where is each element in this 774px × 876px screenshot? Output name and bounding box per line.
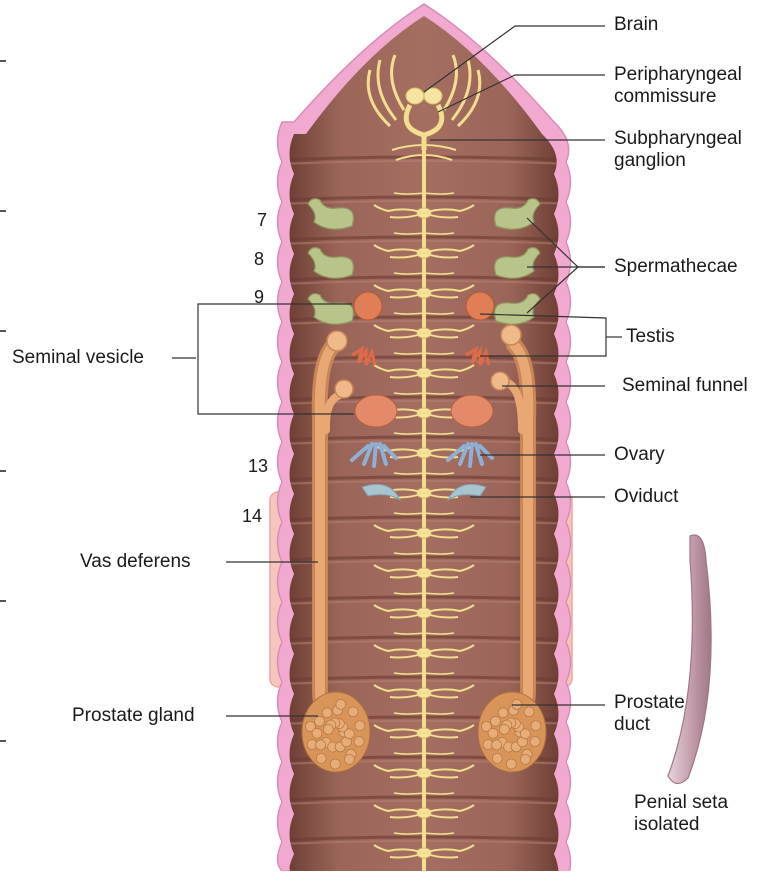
prostate-lobule (336, 699, 346, 709)
prostate-lobule (316, 753, 326, 763)
margin-mark (0, 740, 6, 742)
margin-mark (0, 470, 6, 472)
prostate-lobule (316, 740, 326, 750)
prostate-lobule (520, 729, 530, 739)
label-brain: Brain (614, 14, 658, 36)
label-testis: Testis (626, 326, 675, 348)
prostate-lobule (506, 759, 516, 769)
label-vas-deferens: Vas deferens (80, 551, 191, 573)
label-spermathecae: Spermathecae (614, 256, 738, 278)
segment-number-8: 8 (254, 248, 264, 270)
prostate-lobule (520, 754, 530, 764)
prostate-lobule (530, 737, 540, 747)
label-ovary: Ovary (614, 444, 665, 466)
label-seminal-funnel: Seminal funnel (622, 375, 748, 397)
prostate-lobule (524, 707, 534, 717)
prostate-lobule (498, 708, 508, 718)
label-prostate-duct: Prostate duct (614, 692, 685, 736)
label-oviduct: Oviduct (614, 486, 678, 508)
brain-lobe-left (406, 88, 424, 104)
prostate-lobule (354, 737, 364, 747)
label-subpharyngeal-ganglion: Subpharyngeal ganglion (614, 128, 742, 172)
prostate-lobule (312, 728, 322, 738)
segment-number-14: 14 (242, 505, 262, 527)
prostate-lobule (491, 716, 501, 726)
segment-number-7: 7 (257, 209, 267, 231)
margin-mark (0, 330, 6, 332)
prostate-lobule (492, 740, 502, 750)
prostate-lobule (322, 708, 332, 718)
margin-mark (0, 210, 6, 212)
margin-mark (0, 600, 6, 602)
prostate-lobule (348, 707, 358, 717)
prostate-lobule (323, 724, 333, 734)
prostate-lobule (344, 754, 354, 764)
prostate-lobule (344, 729, 354, 739)
prostate-lobule (499, 724, 509, 734)
segment-number-9: 9 (254, 286, 264, 308)
label-peripharyngeal-commissure: Peripharyngeal commissure (614, 64, 742, 108)
prostate-lobule (315, 716, 325, 726)
margin-mark (0, 60, 6, 62)
prostate-lobule (488, 728, 498, 738)
label-prostate-gland: Prostate gland (72, 705, 195, 727)
penial-seta (668, 535, 711, 784)
label-penial-seta: Penial seta isolated (634, 792, 728, 836)
prostate-lobule (492, 753, 502, 763)
prostate-lobule (531, 721, 541, 731)
segment-number-13: 13 (248, 455, 268, 477)
prostate-lobule (355, 721, 365, 731)
label-seminal-vesicle: Seminal vesicle (12, 347, 144, 369)
prostate-lobule (330, 759, 340, 769)
